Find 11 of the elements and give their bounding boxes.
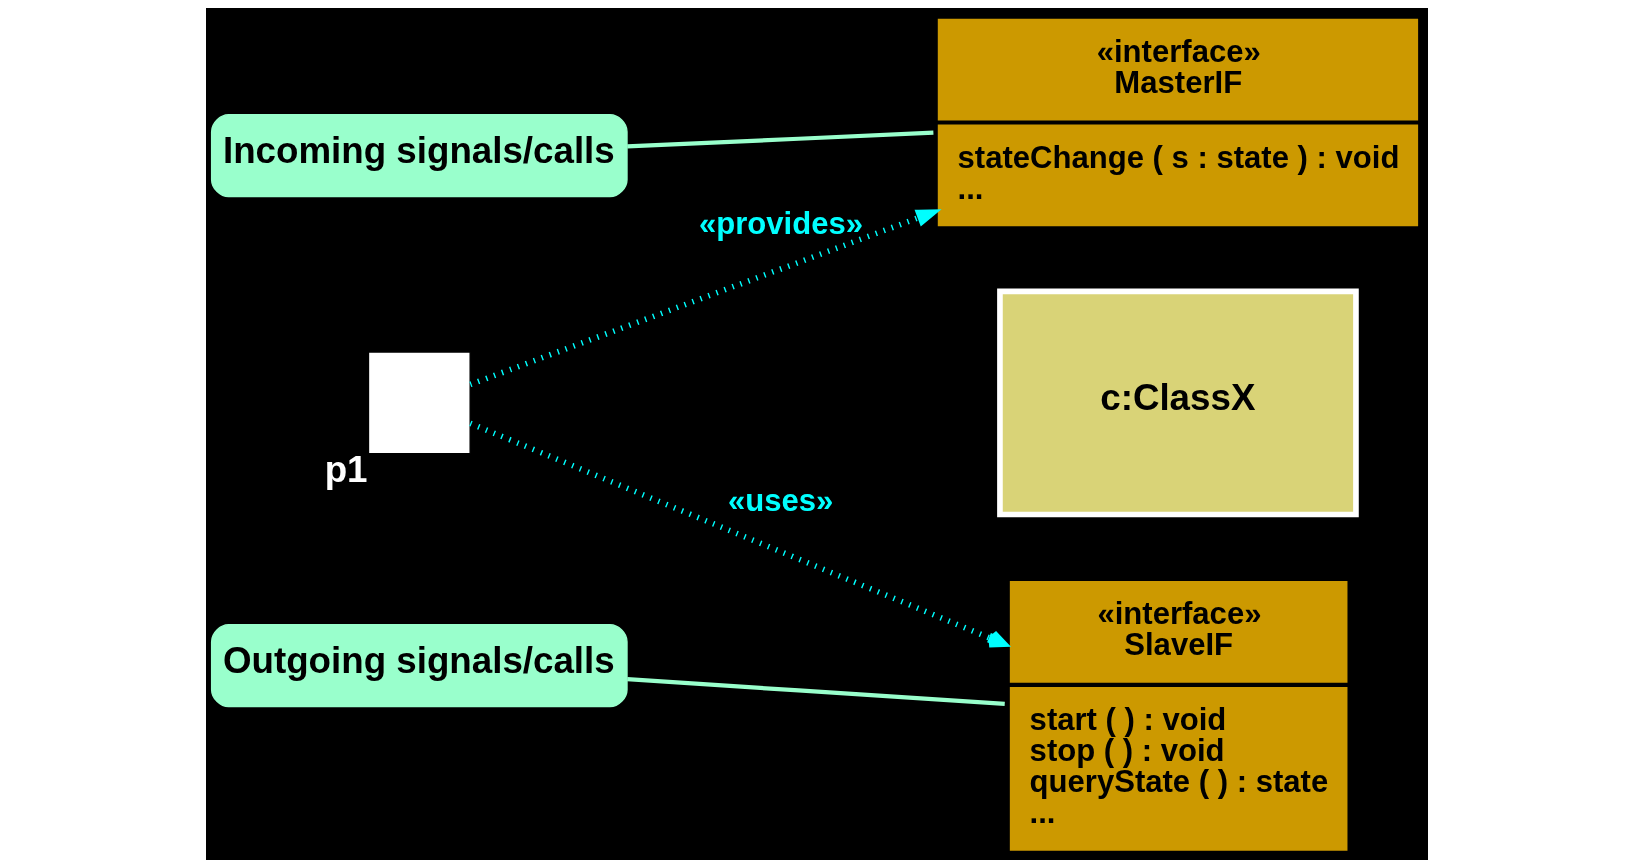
arrow	[468, 420, 1008, 648]
node-box	[367, 351, 471, 455]
edge-label: «provides»	[698, 206, 863, 242]
connector	[626, 130, 933, 149]
node-box: Outgoing signals/calls	[210, 624, 628, 708]
arrow	[468, 209, 942, 388]
edge-label: «uses»	[727, 483, 833, 519]
connector	[626, 677, 1005, 706]
node-label: p1	[324, 448, 368, 490]
node-box: c:ClassX	[996, 288, 1359, 518]
node-box: Incoming signals/calls	[210, 114, 628, 198]
